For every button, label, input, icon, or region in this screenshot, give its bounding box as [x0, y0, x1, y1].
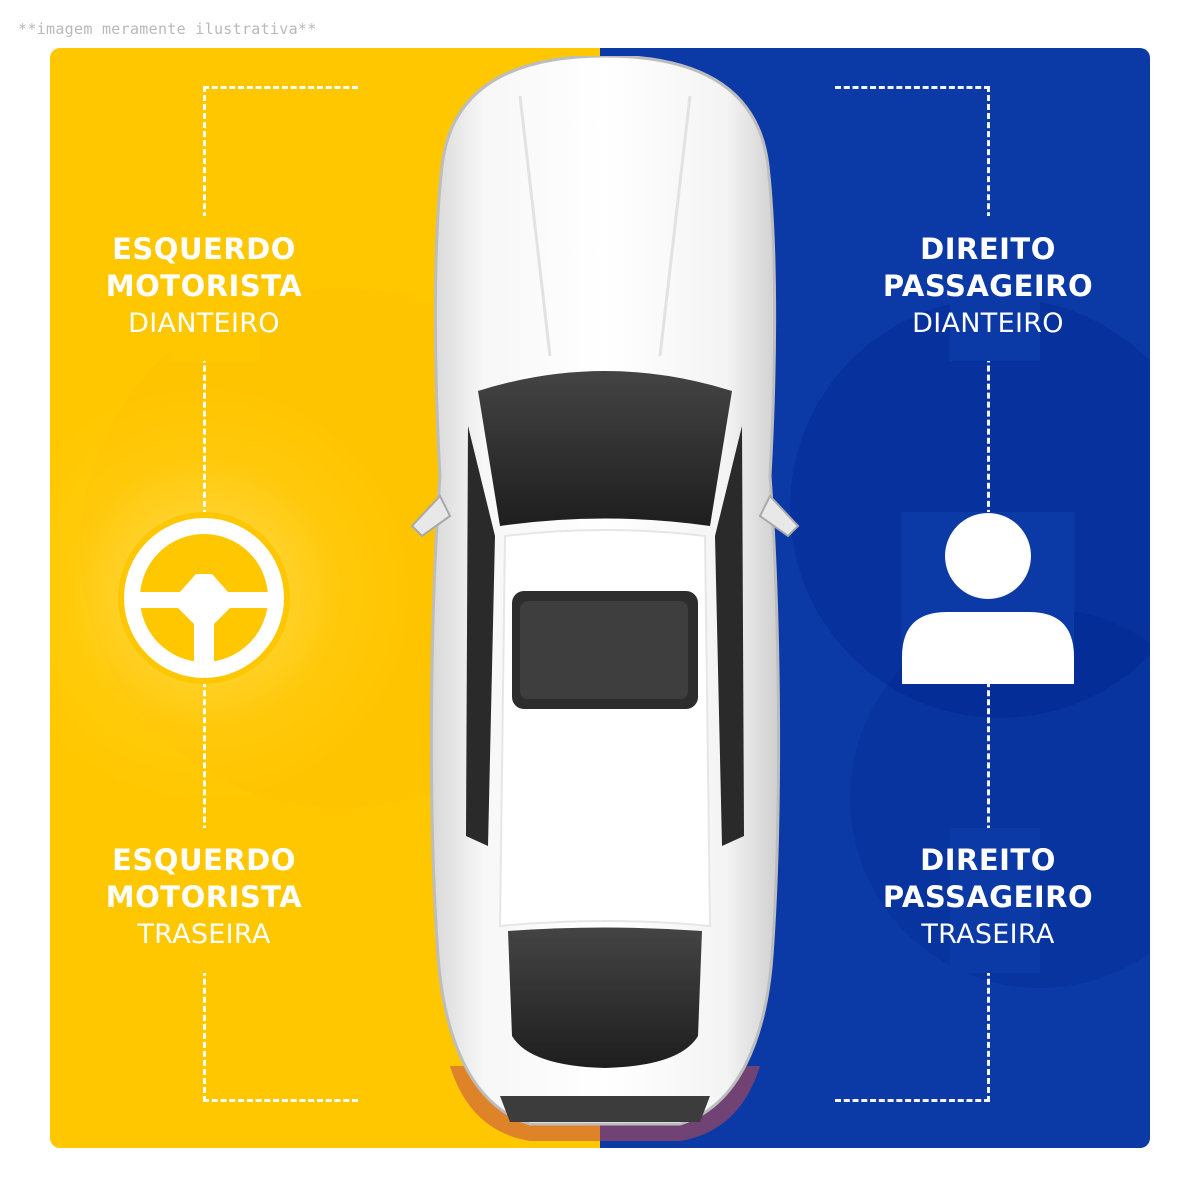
- label-gap-rr: [950, 828, 1040, 973]
- front-left-role: MOTORISTA: [105, 269, 303, 303]
- disclaimer-text: **imagem meramente ilustrativa**: [18, 20, 317, 38]
- label-front-right: DIREITO PASSAGEIRO DIANTEIRO: [838, 231, 1138, 342]
- front-left-position: DIANTEIRO: [128, 308, 280, 339]
- label-gap-rl: [170, 828, 260, 973]
- front-right-role: PASSAGEIRO: [882, 269, 1094, 303]
- front-right-position: DIANTEIRO: [912, 308, 1064, 339]
- diagram-panel: ESQUERDO MOTORISTA DIANTEIRO DIREITO PAS…: [50, 48, 1150, 1148]
- label-rear-right: DIREITO PASSAGEIRO TRASEIRA: [838, 842, 1138, 953]
- label-gap-fr: [950, 216, 1040, 361]
- rear-right-side: DIREITO: [920, 843, 1056, 877]
- person-icon: [902, 512, 1074, 688]
- car-top-view: [380, 54, 830, 1148]
- label-gap-fl: [170, 216, 260, 361]
- steering-wheel-icon: [118, 512, 290, 688]
- rear-left-position: TRASEIRA: [137, 919, 271, 950]
- label-rear-left: ESQUERDO MOTORISTA TRASEIRA: [54, 842, 354, 953]
- front-left-side: ESQUERDO: [112, 232, 296, 266]
- rear-left-side: ESQUERDO: [112, 843, 296, 877]
- rear-right-position: TRASEIRA: [921, 919, 1055, 950]
- front-right-side: DIREITO: [920, 232, 1056, 266]
- rear-left-role: MOTORISTA: [105, 880, 303, 914]
- label-front-left: ESQUERDO MOTORISTA DIANTEIRO: [54, 231, 354, 342]
- rear-right-role: PASSAGEIRO: [882, 880, 1094, 914]
